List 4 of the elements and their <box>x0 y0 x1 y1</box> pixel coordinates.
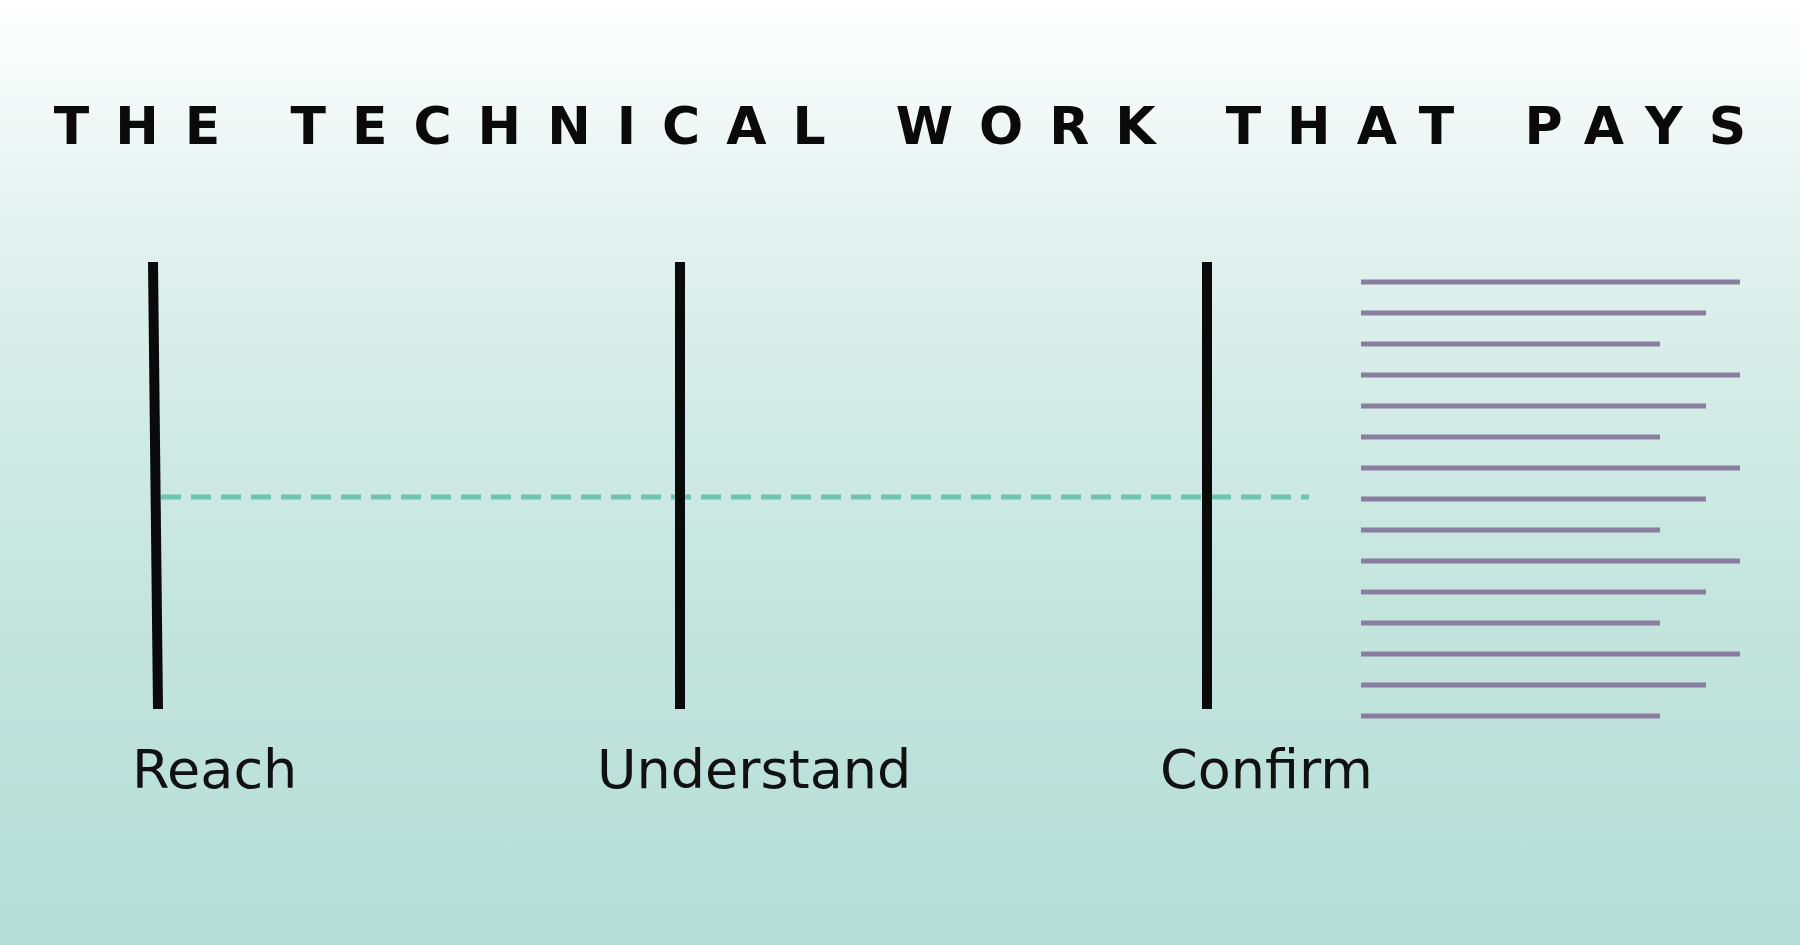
title: THE TECHNICAL WORK THAT PAYS <box>53 96 1773 156</box>
stage-label: Confirm <box>1160 738 1373 801</box>
stage-label: Reach <box>132 738 298 801</box>
stage-label: Understand <box>597 738 912 801</box>
